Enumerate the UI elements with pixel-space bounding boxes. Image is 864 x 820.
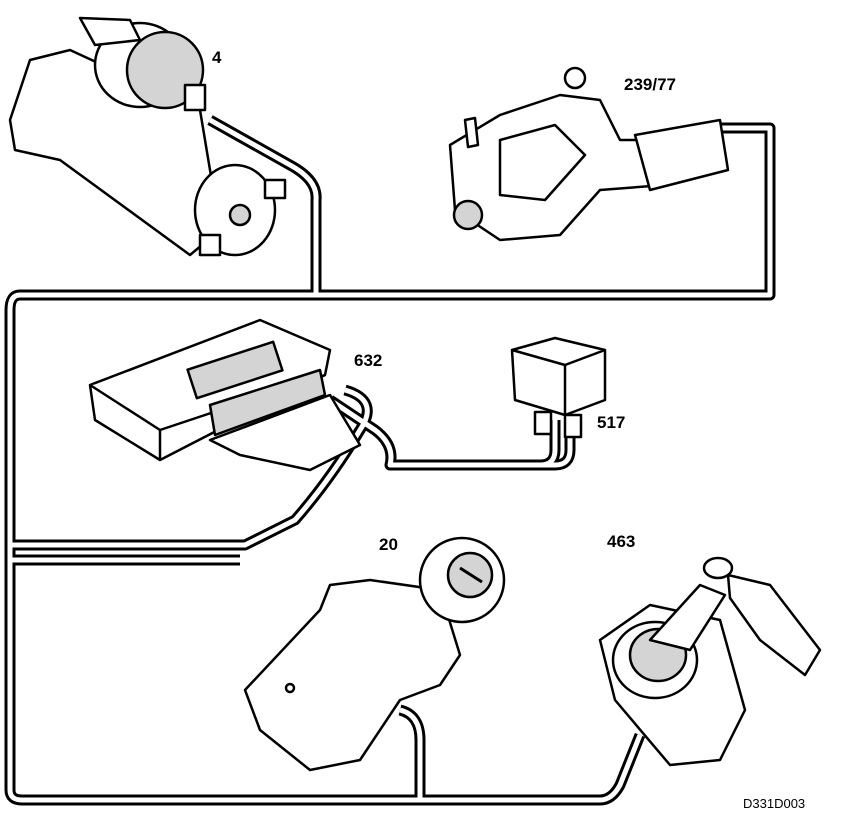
- label-ignition-switch: 20: [379, 535, 398, 554]
- label-transponder: 463: [607, 532, 636, 551]
- label-sensor: 239/77: [624, 75, 676, 94]
- control-unit: [88, 318, 362, 472]
- label-starter: 4: [212, 48, 222, 67]
- starter-motor: [8, 16, 287, 257]
- label-ecu: 632: [354, 351, 383, 370]
- ignition-switch: [243, 536, 506, 772]
- transponder-unit: [598, 556, 822, 767]
- transmission-sensor: [448, 66, 730, 242]
- drawing-reference: D331D003: [743, 796, 806, 811]
- label-relay: 517: [597, 413, 626, 432]
- relay: [510, 336, 607, 439]
